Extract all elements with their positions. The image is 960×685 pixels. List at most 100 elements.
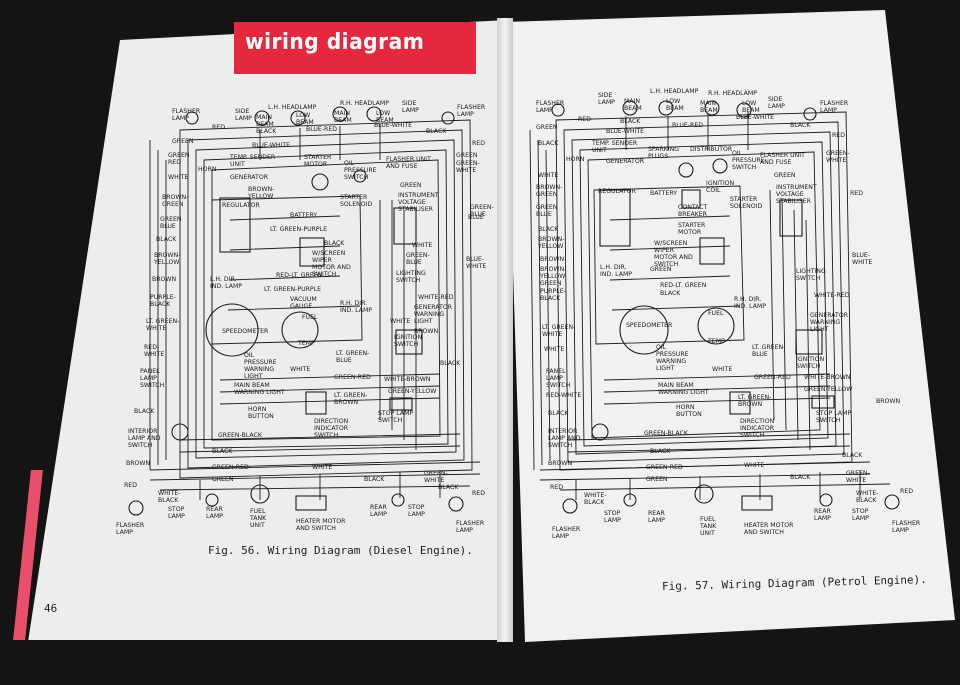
diesel-wire-label: LOW BEAM [296, 112, 314, 126]
diesel-wire-label: R.H. HEADLAMP [340, 100, 389, 107]
petrol-wire-label: OIL PRESSURE SWITCH [732, 150, 765, 171]
left-figure-caption: Fig. 56. Wiring Diagram (Diesel Engine). [208, 544, 473, 557]
diesel-wire-label: SIDE LAMP [402, 100, 419, 114]
petrol-wire-label: LIGHTING SWITCH [796, 268, 826, 282]
diesel-wire-label: GREEN- WHITE [456, 160, 480, 174]
diesel-wire-label: FUEL TANK UNIT [250, 508, 267, 529]
diesel-wire-label: WHITE [312, 464, 333, 471]
page-title: wiring diagram [245, 30, 425, 55]
petrol-wire-label: GREEN-YELLOW [804, 386, 853, 393]
petrol-wire-label: STARTER MOTOR [678, 222, 706, 236]
petrol-wire-label: SIDE LAMP [598, 92, 615, 106]
petrol-wire-label: INSTRUMENT VOLTAGE STABILISER [776, 184, 817, 205]
petrol-wire-label: BLACK [548, 410, 569, 417]
petrol-wire-label: FLASHER UNIT AND FUSE [760, 152, 805, 166]
petrol-wire-label: BROWN [876, 398, 901, 405]
diesel-wire-label: FLASHER LAMP [457, 104, 486, 118]
petrol-wire-label: DISTRIBUTOR [690, 146, 733, 153]
diesel-wire-label: BLACK [324, 240, 345, 247]
diesel-wire-label: RED- WHITE [144, 344, 165, 358]
diesel-wire-label: IGNITION SWITCH [394, 334, 423, 348]
diesel-wire-label: BLUE- WHITE [466, 256, 487, 270]
petrol-wire-label: REAR LAMP [648, 510, 665, 524]
petrol-wire-label: CONTACT BREAKER [678, 204, 708, 218]
petrol-wire-label: FLASHER LAMP [552, 526, 581, 540]
petrol-wire-label: MAIN BEAM [624, 98, 642, 112]
diesel-wire-label: HORN BUTTON [248, 406, 274, 420]
page-number: 46 [44, 602, 58, 615]
diesel-wire-label: GREEN-RED [212, 464, 249, 471]
diesel-wire-label: GENERATOR [230, 174, 268, 181]
diesel-wire-label: BLACK [156, 236, 177, 243]
diesel-wire-label: TEMP [298, 340, 315, 347]
diesel-wire-label: PURPLE- BLACK [150, 294, 176, 308]
diesel-wire-label: BLACK [426, 128, 447, 135]
petrol-wire-label: FUEL TANK UNIT [700, 516, 717, 537]
diesel-wire-label: BLACK [134, 408, 155, 415]
diesel-wire-label: STARTER SOLENOID [340, 194, 373, 208]
petrol-wire-label: GREEN [650, 266, 672, 273]
petrol-wire-label: GREEN-BLACK [644, 430, 688, 437]
title-banner [234, 22, 476, 74]
diesel-wire-label: STOP LAMP [168, 506, 185, 520]
diesel-wire-label: GREEN-BLACK [218, 432, 262, 439]
diesel-wire-label: LT. GREEN-PURPLE [270, 226, 327, 233]
diesel-wire-label: SIDE LAMP [235, 108, 252, 122]
petrol-wire-label: WHITE-BROWN [804, 374, 851, 381]
diesel-wire-label: WHITE [390, 318, 411, 325]
petrol-wire-label: HORN [566, 156, 585, 163]
petrol-wire-label: REGULATOR [598, 188, 636, 195]
diesel-wire-label: SPEEDOMETER [222, 328, 269, 335]
diesel-wire-label: BROWN- YELLOW [154, 252, 181, 266]
petrol-wire-label: BLUE-RED [672, 122, 704, 129]
petrol-wire-label: BLACK [538, 140, 559, 147]
petrol-wire-label: WHITE- BLACK [584, 492, 607, 506]
diesel-wire-label: MAIN BEAM [256, 114, 274, 128]
petrol-wire-label: GREEN [646, 476, 668, 483]
petrol-wire-label: R.H. DIR. IND. LAMP [734, 296, 767, 310]
petrol-wire-label: TEMP [708, 338, 725, 345]
diesel-wire-label: GREEN-RED [334, 374, 371, 381]
petrol-wire-label: MAIN BEAM [700, 100, 718, 114]
petrol-wire-label: OIL PRESSURE WARNING LIGHT [656, 344, 689, 372]
diesel-wire-label: BLACK [438, 484, 459, 491]
petrol-wire-label: GREEN [536, 124, 558, 131]
petrol-wire-label: L.H. HEADLAMP [650, 88, 699, 95]
petrol-wire-label: RED-LT. GREEN [660, 282, 707, 289]
diesel-wire-label: BROWN [126, 460, 151, 467]
petrol-wire-label: BLUE-WHITE [736, 114, 775, 121]
petrol-wire-label: INTERIOR LAMP AND SWITCH [548, 428, 581, 449]
book-spine [497, 18, 513, 642]
diesel-wire-label: FUEL [302, 314, 318, 321]
petrol-wire-label: REAR LAMP [814, 508, 831, 522]
diesel-wire-label: BLUE-WHITE [252, 142, 291, 149]
diesel-wire-label: WHITE [168, 174, 189, 181]
petrol-wire-label: GREEN [540, 280, 562, 287]
diesel-wire-label: BATTERY [290, 212, 318, 219]
diesel-wire-label: BROWN [152, 276, 177, 283]
diesel-wire-label: OIL PRESSURE SWITCH [344, 160, 377, 181]
diesel-wire-label: DIRECTION INDICATOR SWITCH [314, 418, 349, 439]
petrol-wire-label: BROWN- YELLOW [538, 236, 565, 250]
diesel-wire-label: STOP LAMP [408, 504, 425, 518]
diesel-wire-label: HORN [198, 166, 217, 173]
petrol-wire-label: SPEEDOMETER [626, 322, 673, 329]
petrol-wire-label: GREEN- WHITE [846, 470, 870, 484]
diesel-wire-label: VACUUM GAUGE [290, 296, 317, 310]
petrol-wire-label: WHITE [712, 366, 733, 373]
petrol-wire-label: RED [578, 116, 591, 123]
diesel-wire-label: WHITE [412, 242, 433, 249]
petrol-wire-label: BLACK [620, 118, 641, 125]
diesel-wire-label: BLACK [440, 360, 461, 367]
diesel-wire-label: GREEN [172, 138, 194, 145]
petrol-wire-label: LOW BEAM [666, 98, 684, 112]
petrol-wire-label: WHITE-RED [814, 292, 850, 299]
petrol-wire-label: STOP LAMP [852, 508, 869, 522]
diesel-wire-label: RED [212, 124, 225, 131]
diesel-wire-label: L.H. HEADLAMP [268, 104, 317, 111]
left-page [28, 20, 508, 640]
petrol-wire-label: GREEN-RED [646, 464, 683, 471]
diesel-wire-label: BROWN [414, 328, 439, 335]
diesel-wire-label: MAIN BEAM WARNING LIGHT [234, 382, 285, 396]
